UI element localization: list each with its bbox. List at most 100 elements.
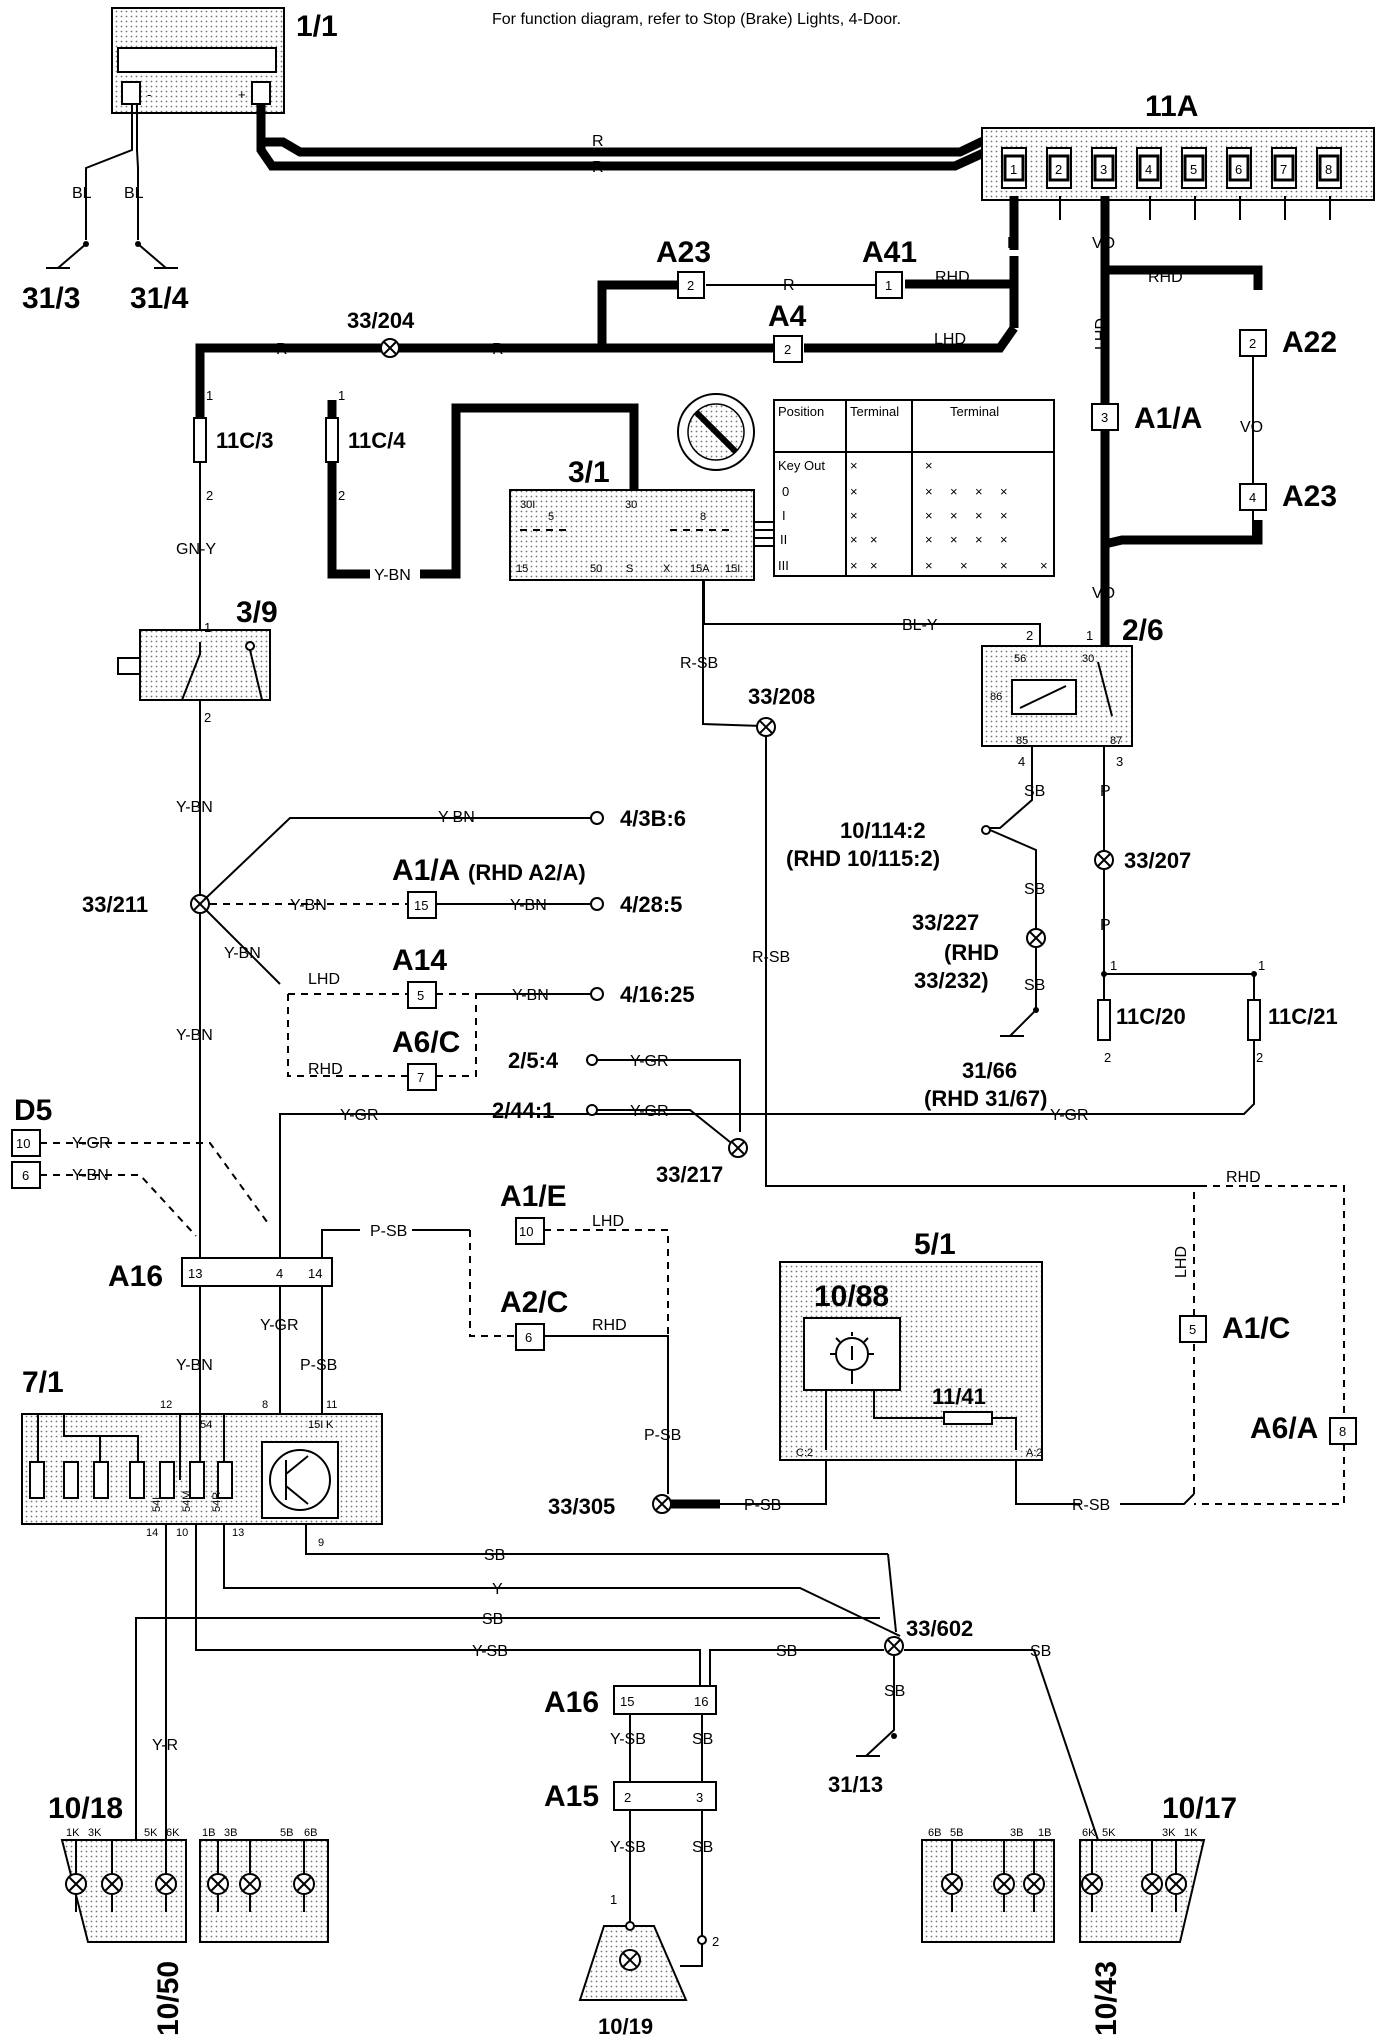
tbl-term2: Terminal xyxy=(950,404,999,419)
relay-p1: 1 xyxy=(1086,628,1093,643)
tbl-position: Position xyxy=(778,404,824,419)
l1017-bulb-4 xyxy=(1141,1840,1163,1912)
l1017-6k: 6K xyxy=(1082,1827,1096,1839)
a4-pin: 2 xyxy=(784,342,791,357)
p1019-1: 1 xyxy=(610,1892,617,1907)
tbl-mark-1-1: × xyxy=(925,484,933,499)
fuse-11c3: 11C/3 xyxy=(216,428,274,453)
conn-10-114-rhd: (RHD 10/115:2) xyxy=(786,846,940,871)
lamp-10-18-label: 10/18 xyxy=(48,1792,123,1825)
l1018-bulb-4 xyxy=(239,1840,261,1912)
m71-p9: 9 xyxy=(318,1537,324,1549)
svg-text:+: + xyxy=(238,87,246,102)
fuse-number-4: 4 xyxy=(1145,162,1152,177)
a1a-mid-pin: 15 xyxy=(414,898,428,913)
l1018-3b: 3B xyxy=(224,1827,237,1839)
wire-ygr-top-left: Y-GR xyxy=(340,1107,379,1124)
wire-rsb-2: R-SB xyxy=(752,949,790,966)
ign-label: 3/1 xyxy=(568,456,610,489)
splice-33-227: 33/227 xyxy=(912,910,979,935)
battery-1-1: - + 1/1 xyxy=(111,7,338,114)
lamp-10-43-label: 10/43 xyxy=(1090,1961,1123,2036)
d5-label: D5 xyxy=(14,1094,52,1127)
wire-r-2: R xyxy=(592,159,604,176)
wire-r-204b: R xyxy=(492,341,504,358)
a14-label: A14 xyxy=(392,944,447,977)
tbl-mark-4-2: × xyxy=(925,558,933,573)
ign-t15i: 15I xyxy=(725,563,740,575)
wire-psb-71: P-SB xyxy=(300,1357,337,1374)
wire-bl-2: BL xyxy=(124,185,144,202)
brake-switch-label: 3/9 xyxy=(236,596,278,629)
wire-bl-1: BL xyxy=(72,185,92,202)
switch-position-table: Position Terminal Terminal Key Out 0 I I… xyxy=(773,399,1055,577)
l1017-5k: 5K xyxy=(1102,1827,1116,1839)
lamp-10-50-label: 10/50 xyxy=(152,1961,185,2036)
a6a-label: A6/A xyxy=(1250,1412,1318,1445)
lamp-10-19: 1 2 10/19 xyxy=(578,1892,719,2039)
module-5-1: 5/1 10/88 11/41 C:2 A:2 xyxy=(779,1228,1043,1461)
splice-33-227-rhd-1: (RHD xyxy=(944,940,999,965)
m71-p10: 10 xyxy=(176,1527,188,1539)
l1018-6k: 6K xyxy=(166,1827,180,1839)
l1017-bulb-3 xyxy=(1081,1840,1103,1912)
module51-label: 5/1 xyxy=(914,1228,956,1261)
wire-p-2: P xyxy=(1100,917,1111,934)
wire-sb-relay: SB xyxy=(1024,783,1045,800)
brake-p2: 2 xyxy=(204,710,211,725)
wire-vo-relay: VO xyxy=(1092,585,1115,602)
pin-11c21-1: 1 xyxy=(1258,958,1265,973)
relay-t87: 87 xyxy=(1110,735,1122,747)
l1018-bulb-3 xyxy=(207,1840,229,1912)
a6c-pin: 7 xyxy=(417,1070,424,1085)
l1018-1b: 1B xyxy=(202,1827,215,1839)
rhd-label-a6c: RHD xyxy=(308,1061,343,1078)
wire-sb-227b: SB xyxy=(1024,977,1045,994)
dest-4-3b-6: 4/3B:6 xyxy=(620,806,686,831)
wire-vo-right: VO xyxy=(1240,419,1263,436)
wire-yr-14: Y-R xyxy=(152,1737,178,1754)
a16-pin-13: 13 xyxy=(188,1266,202,1281)
wire-ygr-d5: Y-GR xyxy=(72,1135,111,1152)
ground-31-66-rhd: (RHD 31/67) xyxy=(924,1086,1047,1111)
tbl-mark-3-4: × xyxy=(975,532,983,547)
wire-r-204a: R xyxy=(276,341,288,358)
tbl-mark-3-0: × xyxy=(850,532,858,547)
fuse-slot-1: 1 xyxy=(1001,147,1027,189)
tbl-row-0: 0 xyxy=(782,484,789,499)
l1017-bulb-5 xyxy=(1165,1840,1187,1912)
a15-pin-3: 3 xyxy=(696,1790,703,1805)
tbl-mark-1-4: × xyxy=(1000,484,1008,499)
l1018-5b: 5B xyxy=(280,1827,293,1839)
wire-sb-227a: SB xyxy=(1024,881,1045,898)
l1018-1k: 1K xyxy=(66,1827,80,1839)
l1018-bulb-2 xyxy=(155,1840,177,1912)
tbl-mark-2-2: × xyxy=(950,508,958,523)
wire-sb-9: SB xyxy=(484,1547,505,1564)
dest-4-16-25: 4/16:25 xyxy=(620,982,695,1007)
splice-33-217: 33/217 xyxy=(656,1162,723,1187)
pin-11c4-2: 2 xyxy=(338,488,345,503)
tbl-mark-3-1: × xyxy=(870,532,878,547)
tbl-mark-1-0: × xyxy=(850,484,858,499)
fuse-number-7: 7 xyxy=(1280,162,1287,177)
ign-t15a: 15A xyxy=(690,563,710,575)
relay-t56: 56 xyxy=(1014,653,1026,665)
battery-label: 1/1 xyxy=(296,10,338,43)
tbl-mark-0-0: × xyxy=(850,458,858,473)
tbl-row-keyout: Key Out xyxy=(778,458,825,473)
a16-pin-16: 16 xyxy=(694,1694,708,1709)
wire-ybn-a1a-2: Y-BN xyxy=(510,897,547,914)
module1088-label: 10/88 xyxy=(814,1280,889,1313)
tbl-mark-4-1: × xyxy=(870,558,878,573)
wire-p-1: P xyxy=(1100,783,1111,800)
m71-t54r: 54R xyxy=(211,1492,223,1512)
tbl-mark-4-3: × xyxy=(960,558,968,573)
wire-ybn-a14: Y-BN xyxy=(224,945,261,962)
splice-33-208: 33/208 xyxy=(748,684,815,709)
a1c-pin: 5 xyxy=(1189,1322,1196,1337)
a41-pin: 1 xyxy=(885,278,892,293)
wire-ysb-a15: Y-SB xyxy=(610,1731,646,1748)
wire-ybn-a1a: Y-BN xyxy=(290,897,327,914)
